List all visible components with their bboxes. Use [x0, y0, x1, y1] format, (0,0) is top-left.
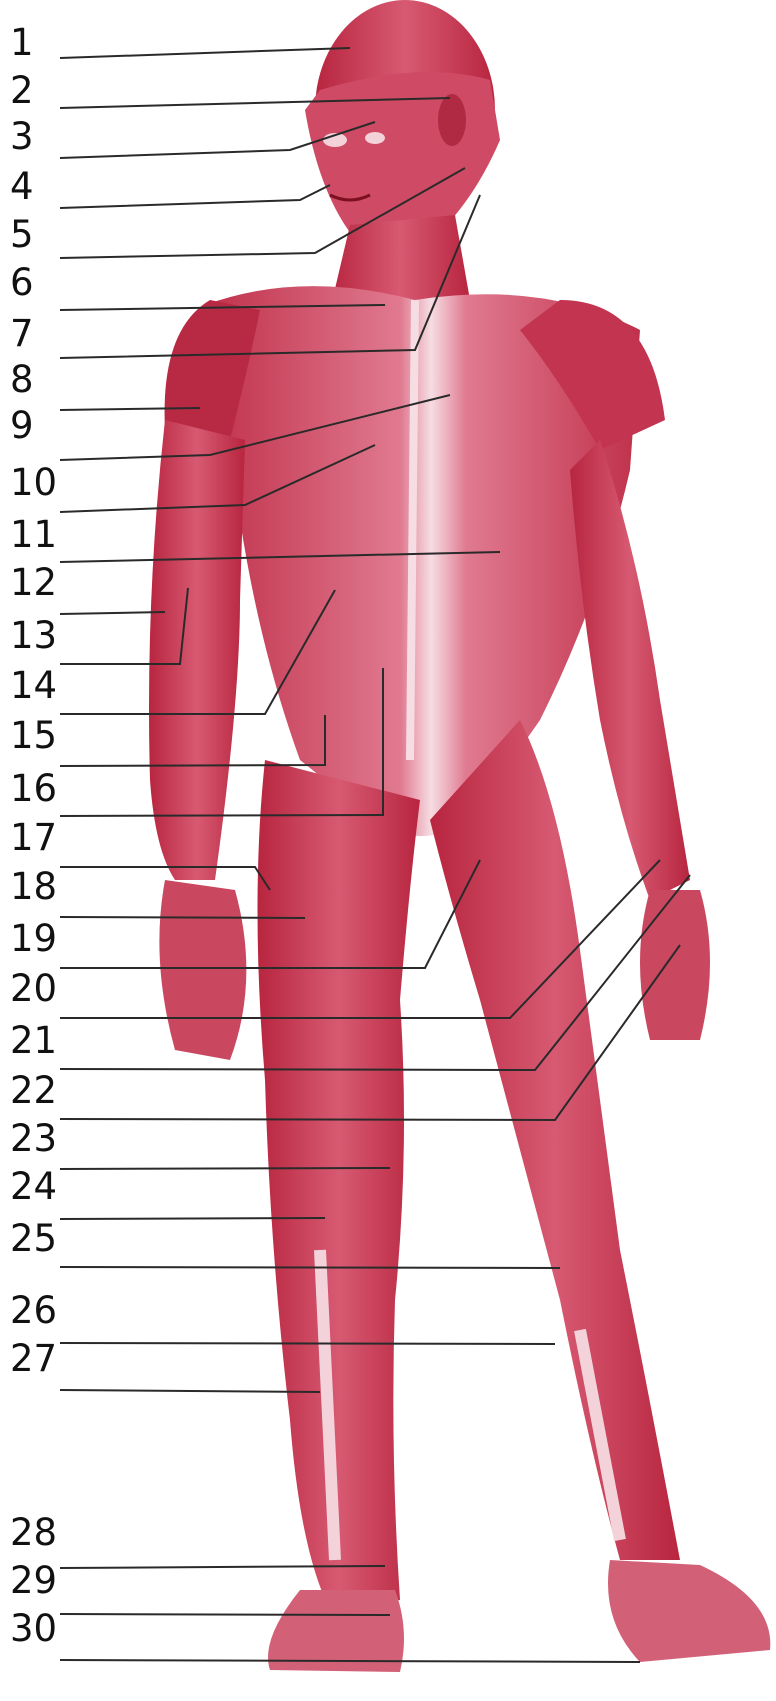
label-number-30: 30	[10, 1609, 70, 1649]
label-number-28: 28	[10, 1513, 70, 1553]
leader-line-1	[60, 48, 350, 58]
label-number-5: 5	[10, 215, 70, 255]
label-number-11: 11	[10, 515, 70, 555]
right-hand	[640, 890, 710, 1040]
label-number-1: 1	[10, 23, 70, 63]
label-number-9: 9	[10, 406, 70, 446]
leader-line-12	[60, 612, 165, 614]
label-number-6: 6	[10, 263, 70, 303]
label-number-18: 18	[10, 867, 70, 907]
label-number-15: 15	[10, 716, 70, 756]
leader-line-23	[60, 1168, 390, 1169]
leader-line-18	[60, 917, 305, 918]
label-number-4: 4	[10, 167, 70, 207]
label-number-26: 26	[10, 1291, 70, 1331]
label-number-24: 24	[10, 1167, 70, 1207]
label-number-12: 12	[10, 563, 70, 603]
label-number-21: 21	[10, 1021, 70, 1061]
label-number-14: 14	[10, 666, 70, 706]
leader-line-26	[60, 1343, 555, 1344]
leader-line-24	[60, 1218, 325, 1219]
head	[305, 0, 500, 250]
label-number-23: 23	[10, 1119, 70, 1159]
left-arm	[149, 420, 245, 880]
label-number-8: 8	[10, 360, 70, 400]
label-number-17: 17	[10, 818, 70, 858]
leader-line-4	[60, 185, 330, 208]
label-number-7: 7	[10, 314, 70, 354]
label-number-29: 29	[10, 1561, 70, 1601]
label-number-10: 10	[10, 463, 70, 503]
leader-line-27	[60, 1390, 320, 1392]
label-number-27: 27	[10, 1339, 70, 1379]
eye-right	[365, 132, 385, 144]
leader-line-29	[60, 1614, 390, 1615]
left-leg	[258, 760, 421, 1610]
right-arm	[570, 440, 690, 900]
right-foot	[608, 1560, 770, 1662]
label-number-13: 13	[10, 616, 70, 656]
label-number-16: 16	[10, 769, 70, 809]
label-number-2: 2	[10, 71, 70, 111]
ear	[438, 94, 466, 146]
label-number-3: 3	[10, 117, 70, 157]
label-number-19: 19	[10, 919, 70, 959]
left-hand	[159, 880, 246, 1060]
abdomen-midline	[410, 300, 415, 760]
leader-line-30	[60, 1660, 640, 1662]
label-number-22: 22	[10, 1071, 70, 1111]
label-number-20: 20	[10, 969, 70, 1009]
label-number-25: 25	[10, 1219, 70, 1259]
leader-line-25	[60, 1267, 560, 1268]
left-foot	[268, 1590, 404, 1672]
